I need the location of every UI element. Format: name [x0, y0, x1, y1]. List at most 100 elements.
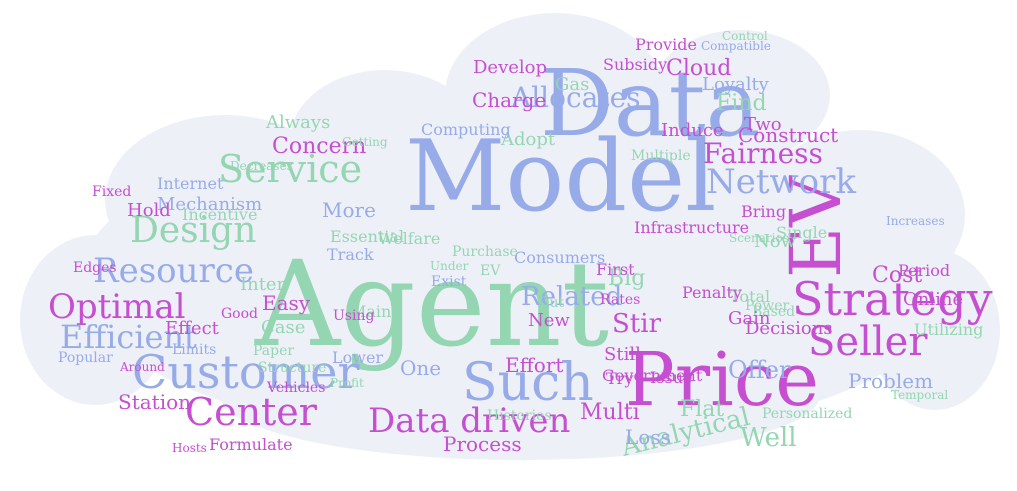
word-track-47: Track — [327, 245, 374, 264]
word-hold-41: Hold — [127, 200, 171, 221]
word-consumers-82: Consumers — [514, 248, 605, 267]
word-flat-66: Flat — [680, 397, 724, 422]
word-vehicles-54: Vehicles — [266, 380, 325, 396]
word-related-26: Related — [521, 282, 622, 312]
word-model-1: Model — [405, 120, 716, 234]
word-station-35: Station — [118, 390, 191, 414]
word-infrastructure-81: Infrastructure — [634, 218, 749, 237]
word-gain-76: Gain — [728, 308, 771, 329]
word-cost-20: Cost — [872, 263, 922, 288]
word-popular-53: Popular — [58, 350, 113, 366]
word-exist-48: Exist — [431, 274, 467, 290]
word-network-13: Network — [706, 162, 856, 202]
word-government-69: Government — [602, 366, 703, 385]
word-stir-27: Stir — [612, 309, 662, 339]
word-fixed-42: Fixed — [92, 184, 131, 200]
word-ev-4: EV — [775, 175, 857, 278]
word-such-8: Such — [462, 353, 594, 413]
word-personalized-103: Personalized — [762, 406, 852, 422]
word-one-57: One — [400, 356, 441, 380]
word-agent-0: Agent — [254, 235, 609, 373]
word-getting-90: Getting — [342, 135, 388, 149]
word-cloud-19: Cloud — [666, 56, 731, 81]
word-multiple-95: Multiple — [631, 148, 691, 164]
word-provide-93: Provide — [635, 35, 697, 54]
word-mechanism-39: Mechanism — [157, 194, 262, 215]
word-find-25: Find — [716, 91, 767, 116]
word-ev-100: EV — [480, 263, 501, 279]
word-two-86: Two — [744, 114, 782, 135]
cloud-shape — [20, 13, 1000, 460]
word-try-59: Try — [606, 369, 633, 388]
words-layer: AgentModelDataPriceEVStrategySellerCusto… — [48, 29, 993, 463]
word-strategy-5: Strategy — [792, 272, 993, 326]
word-charge-22: Charge — [472, 88, 546, 112]
word-allocates-18: Allocates — [510, 81, 641, 114]
word-formulate-64: Formulate — [209, 435, 293, 454]
word-construct-85: Construct — [738, 123, 838, 147]
word-inter-96: Inter — [240, 274, 286, 295]
word-effort-34: Effort — [505, 353, 563, 377]
word-offer-32: Offer — [728, 356, 791, 384]
word-structure-51: Structure — [258, 360, 326, 376]
word-effect-38: Effect — [165, 318, 220, 339]
word-increases-108: Increases — [886, 214, 945, 228]
word-around-105: Around — [119, 360, 165, 374]
word-gas-94: Gas — [555, 74, 589, 95]
word-histories-63: Histories — [487, 408, 552, 424]
word-compatible-110: Compatible — [701, 39, 771, 53]
word-first-61: First — [596, 260, 635, 279]
word-based-72: Based — [752, 304, 795, 320]
word-penalty-97: Penalty — [682, 283, 742, 302]
word-limits-52: Limits — [172, 342, 216, 358]
word-hosts-65: Hosts — [172, 441, 207, 455]
word-computing-89: Computing — [421, 120, 511, 139]
word-still-58: Still — [604, 344, 641, 365]
word-customer-7: Customer — [132, 345, 359, 399]
word-always-88: Always — [265, 112, 330, 133]
word-service-12: Service — [218, 147, 362, 191]
word-decreases-101: Decreases — [230, 159, 293, 173]
word-issue-70: Issue — [650, 368, 693, 387]
word-utilizing-75: Utilizing — [914, 320, 983, 339]
word-paper-50: Paper — [253, 343, 294, 359]
word-data-driven-10: Data driven — [368, 401, 570, 441]
word-seller-6: Seller — [808, 319, 928, 365]
word-process-30: Process — [443, 432, 522, 456]
word-design-15: Design — [130, 210, 256, 251]
word-resource-14: Resource — [93, 251, 254, 291]
word-induce-87: Induce — [661, 120, 724, 141]
word-welfare-46: Welfare — [378, 229, 440, 248]
word-good-107: Good — [221, 306, 258, 322]
word-decisions-71: Decisions — [745, 318, 833, 339]
word-using-98: Using — [333, 308, 374, 324]
word-data-2: Data — [540, 50, 760, 157]
word-edges-106: Edges — [73, 260, 117, 276]
word-out-62: Out — [538, 295, 564, 311]
word-profit-55: Profit — [330, 376, 364, 390]
word-loss-67: Loss — [625, 425, 671, 449]
word-more-44: More — [322, 198, 376, 222]
word-concern-21: Concern — [272, 134, 366, 159]
word-total-79: Total — [730, 287, 770, 306]
word-period-73: Period — [898, 261, 950, 280]
word-well-68: Well — [740, 423, 797, 453]
word-loyalty-91: Loyalty — [702, 74, 770, 95]
word-subsidy-92: Subsidy — [603, 55, 667, 74]
word-single-78: Single — [776, 223, 827, 242]
word-purchase-83: Purchase — [452, 244, 518, 260]
word-lower-56: Lower — [332, 348, 383, 367]
word-optimal-11: Optimal — [48, 287, 186, 327]
word-control-111: Control — [722, 29, 768, 43]
word-adopt-24: Adopt — [500, 129, 556, 150]
word-power-80: Power — [745, 298, 790, 314]
word-new-60: New — [528, 310, 570, 331]
word-bring-84: Bring — [741, 202, 786, 221]
word-problem-33: Problem — [848, 369, 933, 393]
word-rates-102: Rates — [600, 292, 640, 308]
word-main-49: Main — [350, 302, 391, 321]
word-essential-45: Essential — [330, 227, 404, 246]
word-develop-23: Develop — [473, 57, 547, 78]
word-incentive-43: Incentive — [182, 205, 257, 224]
